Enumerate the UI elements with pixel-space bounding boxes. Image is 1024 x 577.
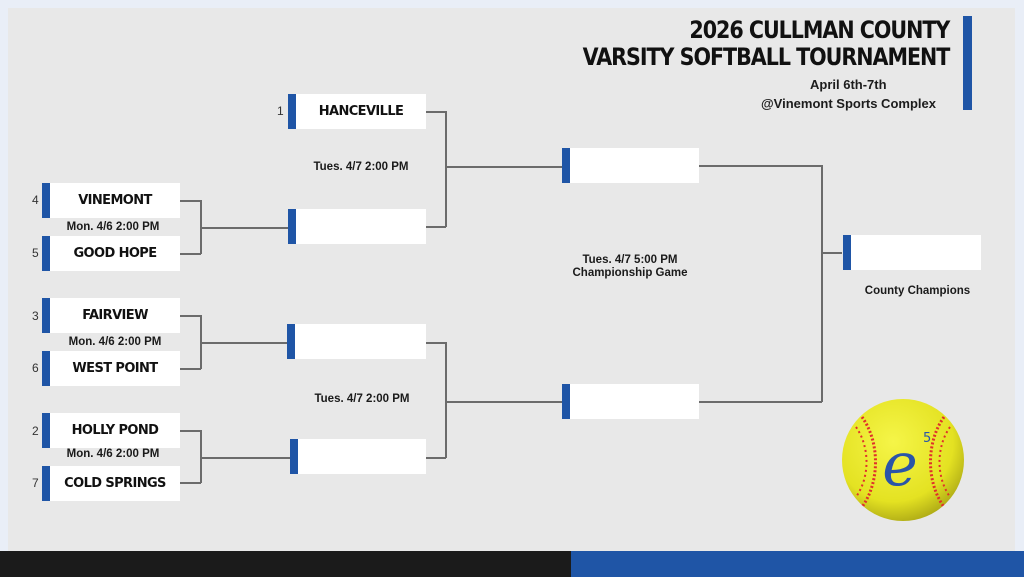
team-slot-cold-springs[interactable]: COLD SPRINGS [42,466,180,501]
softball-e5-logo-icon: e 5 [840,397,966,523]
team-name: GOOD HOPE [73,246,157,261]
connector-line [445,111,447,227]
slot-accent [290,439,298,474]
connector-line [821,165,823,402]
team-name [298,439,426,474]
slot-accent [288,94,296,129]
championship-time: Tues. 4/7 5:00 PM [582,254,678,266]
team-slot-holly-pond[interactable]: HOLLY POND [42,413,180,448]
seed-number: 3 [32,309,39,323]
slot-accent [42,183,50,218]
seed-number: 1 [277,104,284,118]
slot-accent [42,236,50,271]
team-slot-good-hope[interactable]: GOOD HOPE [42,236,180,271]
game-time: Mon. 4/6 2:00 PM [68,336,162,348]
team-slot-fairview[interactable]: FAIRVIEW [42,298,180,333]
connector-line [180,253,201,255]
final-bottom-slot[interactable] [562,384,699,419]
team-name: HOLLY POND [71,423,159,438]
connector-line [699,401,822,403]
champion-label: County Champions [864,285,971,297]
footer-bar-blue [571,551,1024,577]
slot-accent [562,384,570,419]
game-time: Tues. 4/7 2:00 PM [313,161,409,173]
team-slot-vinemont[interactable]: VINEMONT [42,183,180,218]
slot-accent [42,351,50,386]
connector-line [445,401,562,403]
team-name: FAIRVIEW [82,308,148,323]
slot-accent [288,209,296,244]
team-slot-west-point[interactable]: WEST POINT [42,351,180,386]
team-name: HANCEVILLE [318,104,404,119]
game-time: Mon. 4/6 2:00 PM [66,221,160,233]
connector-line [445,166,562,168]
team-name: COLD SPRINGS [64,476,166,491]
footer-bar-dark [0,551,571,577]
connector-line [426,457,446,459]
svg-text:5: 5 [923,431,931,446]
semifinal-1-bottom-slot[interactable] [288,209,426,244]
final-top-slot[interactable] [562,148,699,183]
team-name [851,235,981,270]
seed-number: 5 [32,246,39,260]
slot-accent [42,466,50,501]
slot-accent [843,235,851,270]
team-name [295,324,426,359]
svg-text:e: e [882,430,918,500]
seed-number: 7 [32,476,39,490]
connector-line [200,457,291,459]
connector-line [200,430,202,483]
game-time: Mon. 4/6 2:00 PM [66,448,160,460]
team-name [296,209,426,244]
team-name [570,148,699,183]
connector-line [821,252,842,254]
connector-line [200,227,289,229]
team-name: WEST POINT [72,361,158,376]
semifinal-2-top-slot[interactable] [287,324,426,359]
tournament-title: 2026 CULLMAN COUNTY VARSITY SOFTBALL TOU… [582,16,950,71]
title-accent-bar [963,16,972,110]
champion-slot[interactable] [843,235,981,270]
seed-number: 2 [32,424,39,438]
connector-line [180,200,201,202]
connector-line [180,368,201,370]
title-line-1: 2026 CULLMAN COUNTY [689,16,950,44]
game-time: Tues. 4/7 2:00 PM [314,393,410,405]
connector-line [426,111,446,113]
team-name [570,384,699,419]
slot-accent [42,298,50,333]
semifinal-2-bottom-slot[interactable] [290,439,426,474]
connector-line [426,342,446,344]
team-slot-hanceville[interactable]: HANCEVILLE [288,94,426,129]
connector-line [200,342,288,344]
connector-line [180,430,201,432]
title-line-2: VARSITY SOFTBALL TOURNAMENT [582,43,950,71]
connector-line [699,165,822,167]
connector-line [180,482,201,484]
championship-label: Championship Game [572,267,688,279]
slot-accent [562,148,570,183]
team-name: VINEMONT [78,193,152,208]
slot-accent [287,324,295,359]
connector-line [426,226,446,228]
seed-number: 4 [32,193,39,207]
seed-number: 6 [32,361,39,375]
connector-line [445,342,447,458]
connector-line [180,315,201,317]
tournament-dates: April 6th-7th [810,77,887,92]
slot-accent [42,413,50,448]
tournament-venue: @Vinemont Sports Complex [761,96,936,111]
